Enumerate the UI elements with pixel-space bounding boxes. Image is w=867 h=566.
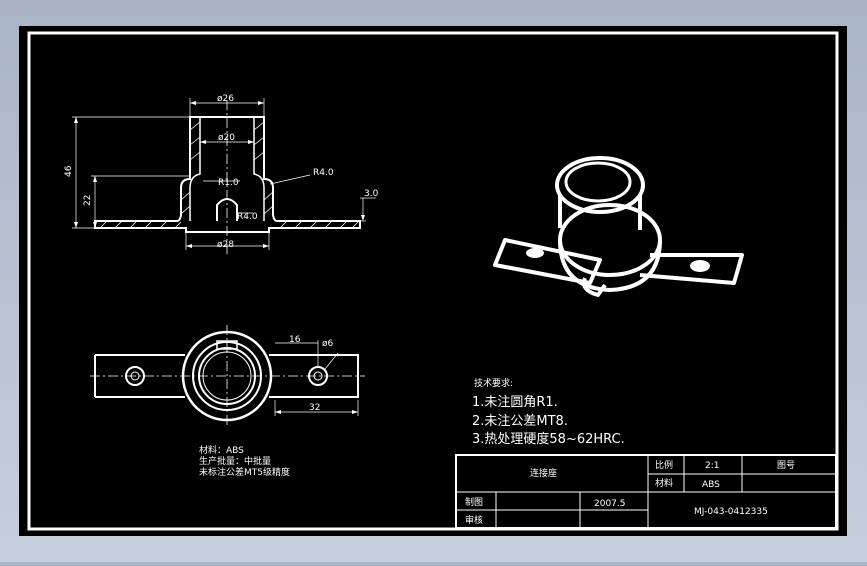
tech-req-item: 2.未注公差MT8.	[472, 414, 568, 429]
title-block-text: 连接座 比例 2:1 图号 材料 ABS 制图 2007.5 审核 MJ-043…	[465, 459, 795, 526]
dim-hole-spacing: 32	[309, 403, 320, 413]
tolerance-note: 未标注公差MT5级精度	[199, 466, 290, 478]
technical-requirements: 技术要求: 1.未注圆角R1. 2.未注公差MT8. 3.热处理硬度58~62H…	[472, 377, 625, 447]
dim-bottom-diameter: ø28	[217, 240, 234, 250]
material-note: 材料：ABS	[199, 444, 244, 456]
part-name: 连接座	[530, 467, 557, 479]
scale-label: 比例	[655, 459, 673, 471]
material-label: 材料	[655, 477, 673, 489]
material-notes: 材料：ABS 生产批量：中批量 未标注公差MT5级精度	[199, 444, 290, 478]
drawn-date: 2007.5	[594, 499, 626, 509]
drawing-no-label: 图号	[777, 460, 795, 471]
dim-top-diameter: ø26	[217, 94, 234, 104]
tech-req-title: 技术要求:	[474, 377, 513, 389]
top-view	[90, 325, 365, 425]
dim-radius-inner: R1.0	[218, 178, 239, 188]
dim-inner-diameter: ø20	[218, 133, 235, 143]
batch-note: 生产批量：中批量	[199, 455, 271, 467]
tech-req-item: 3.热处理硬度58~62HRC.	[472, 431, 625, 447]
dim-flange-offset: 16	[289, 335, 301, 345]
tech-req-item: 1.未注圆角R1.	[472, 395, 558, 410]
scale-value: 2:1	[705, 461, 719, 471]
front-section-view	[72, 98, 376, 255]
isometric-view	[493, 156, 744, 297]
dim-radius-outer: R4.0	[313, 168, 334, 178]
drawn-label: 制图	[465, 496, 483, 508]
checked-label: 审核	[465, 514, 483, 526]
dim-height-flange: 22	[83, 195, 93, 206]
top-view-dimension-labels: 16 ø6 32	[289, 335, 334, 413]
drawing-number: MJ-043-0412335	[694, 507, 768, 517]
dim-hole-diameter: ø6	[322, 339, 334, 349]
front-view-dimension-labels: ø26 ø20 ø28 46 22 3.0 R4.0 R1.0 R4.0	[64, 94, 379, 250]
material-value: ABS	[702, 480, 720, 490]
title-block	[455, 454, 837, 529]
dim-height-total: 46	[64, 165, 74, 177]
dim-thickness: 3.0	[364, 189, 379, 199]
dim-radius-slot: R4.0	[237, 212, 258, 222]
drawing-border	[27, 31, 839, 531]
